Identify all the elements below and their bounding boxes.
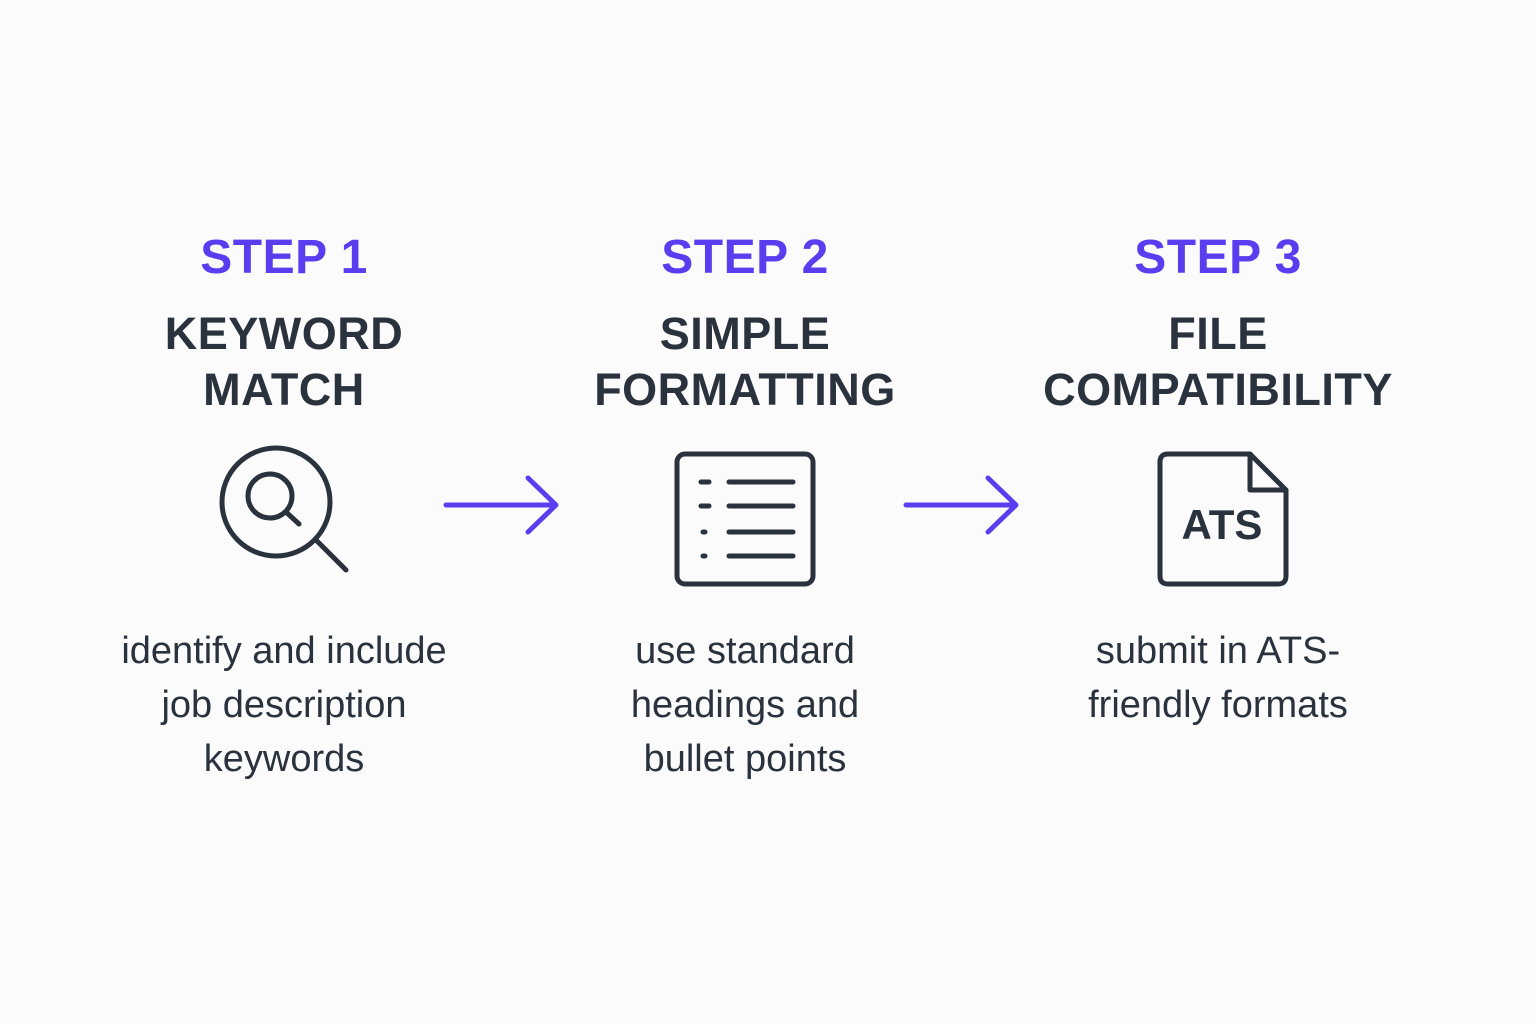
step-3-label: STEP 3 (1134, 231, 1302, 284)
step-3-title: FILE COMPATIBILITY (1043, 308, 1393, 415)
step-2: STEP 2 SIMPLE FORMATTING use standard he… (505, 230, 985, 786)
magnifier-icon (204, 442, 364, 592)
right-arrow-icon (902, 470, 1022, 540)
step-3: STEP 3 FILE COMPATIBILITY ATS submit in … (978, 230, 1458, 732)
step-2-label: STEP 2 (661, 231, 829, 284)
step-1: STEP 1 KEYWORD MATCH identify and includ… (44, 230, 524, 786)
step-3-description: submit in ATS- friendly formats (1088, 630, 1348, 726)
step-1-label: STEP 1 (200, 231, 368, 284)
step-1-title: KEYWORD MATCH (164, 308, 404, 415)
bulleted-list-icon (665, 442, 825, 592)
ats-file-icon-text: ATS (1182, 501, 1263, 548)
step-2-description: use standard headings and bullet points (630, 630, 860, 780)
ats-file-icon: ATS (1138, 442, 1298, 592)
step-1-description: identify and include job description key… (121, 630, 447, 780)
step-2-title: SIMPLE FORMATTING (594, 308, 896, 415)
right-arrow-icon (442, 470, 562, 540)
